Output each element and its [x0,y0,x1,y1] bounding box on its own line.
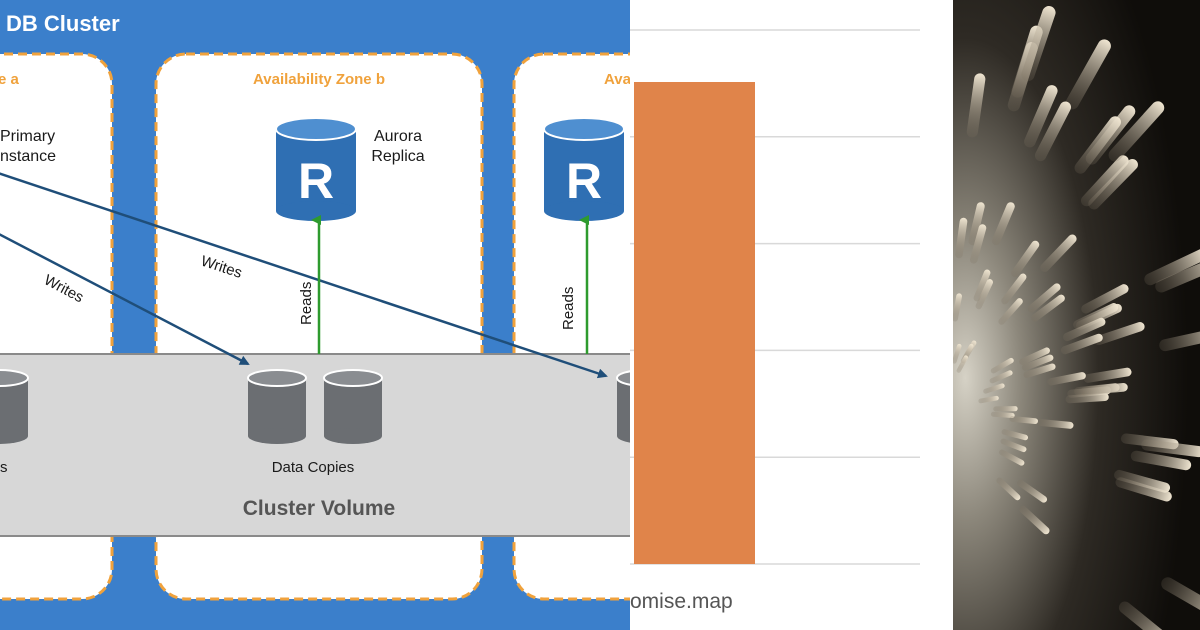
light-streak [1065,393,1109,404]
storage-db-1-icon [247,369,307,444]
light-streak [1023,363,1056,378]
light-streak [1115,477,1172,502]
light-streak [1001,273,1027,305]
light-streak [1063,317,1106,342]
photo-canvas [953,0,1200,630]
zone-a-title: e a [0,71,20,88]
aurora-replica-c-icon: R [543,117,625,221]
light-streak [1144,248,1200,286]
replica-b-letter: R [298,153,334,209]
cluster-volume-label: Cluster Volume [243,497,395,520]
storage-db-right-icon [616,370,630,443]
light-streak [1034,101,1072,162]
write-arrow-to-zone-b [0,233,250,366]
storage-db-left-icon [0,369,29,444]
data-copies-label: Data Copies [272,459,355,476]
cluster-title: DB Cluster [6,11,120,36]
light-streak [975,279,993,310]
storage-db-2-icon [323,369,383,444]
light-streak [1161,577,1200,623]
light-streak [989,370,1013,384]
light-streak [966,73,986,138]
light-streak [996,477,1021,501]
light-streak [969,224,987,264]
light-streak [1031,294,1065,322]
light-streak [990,357,1014,374]
light-streak [1118,601,1177,630]
bar-chart-fragment: omise.map [630,0,953,630]
light-streak [1024,85,1058,148]
light-streak [1093,321,1145,346]
light-streak [1047,372,1086,386]
light-streak [983,383,1005,394]
light-streak [1060,333,1103,355]
light-streak [973,269,991,302]
light-streak [993,406,1018,412]
light-streak [1019,347,1050,365]
light-streak [1130,450,1192,471]
zone-c-title: Ava [604,71,630,88]
replica-label-line2: Replica [371,148,424,165]
light-streak [1011,240,1040,278]
light-streak [1155,257,1200,293]
light-streak [1021,6,1056,82]
light-streak [953,343,962,364]
light-streak [1141,439,1200,458]
light-streak [990,411,1015,418]
replica-label-line1: Aurora [374,128,422,145]
light-streak [1088,158,1138,210]
light-streak [1159,327,1200,352]
primary-label-line1: Primary [0,128,55,145]
light-streak [1073,303,1119,330]
light-streak [1001,429,1029,441]
photo-streaks [953,6,1200,630]
light-streak [1040,234,1077,272]
aurora-replica-b-icon: R [275,117,357,221]
light-streak [1009,416,1039,425]
write-arrow-to-zone-c [0,172,608,379]
aurora-cluster-diagram: DB Cluster e a Availability Zone b Ava P… [0,0,630,630]
light-streak [1027,283,1061,313]
light-streak [1081,284,1129,314]
light-streak [955,217,968,259]
light-streak [998,298,1023,325]
chart-source-text: omise.map [630,590,733,613]
light-streak [991,202,1015,246]
light-streak [1080,383,1128,396]
bar-chart-canvas: omise.map [630,29,920,613]
light-streak [1065,39,1111,110]
reads-label-b: Reads [298,282,315,325]
light-streak [968,202,985,246]
data-copies-partial-label: s [0,459,8,476]
light-streak [1037,419,1074,429]
light-streak [1108,101,1165,162]
primary-label-line2: nstance [0,148,56,165]
light-streak [1000,438,1027,453]
light-streak [1074,116,1121,174]
light-streak [978,395,999,404]
light-streak [1017,479,1048,503]
light-streak [1083,367,1132,383]
light-streak [999,449,1025,466]
reads-label-c: Reads [560,287,577,330]
chart-bar [634,82,755,564]
replica-c-letter: R [566,153,602,209]
light-streak [953,293,962,322]
light-streak [1021,354,1054,371]
light-streak [1080,155,1129,207]
light-streak [956,355,969,373]
zone-b-title: Availability Zone b [253,71,385,88]
light-streaks-photo [953,0,1200,630]
light-streak [1114,469,1171,493]
aurora-diagram-canvas: DB Cluster e a Availability Zone b Ava P… [0,11,630,601]
light-streak [1019,505,1050,535]
